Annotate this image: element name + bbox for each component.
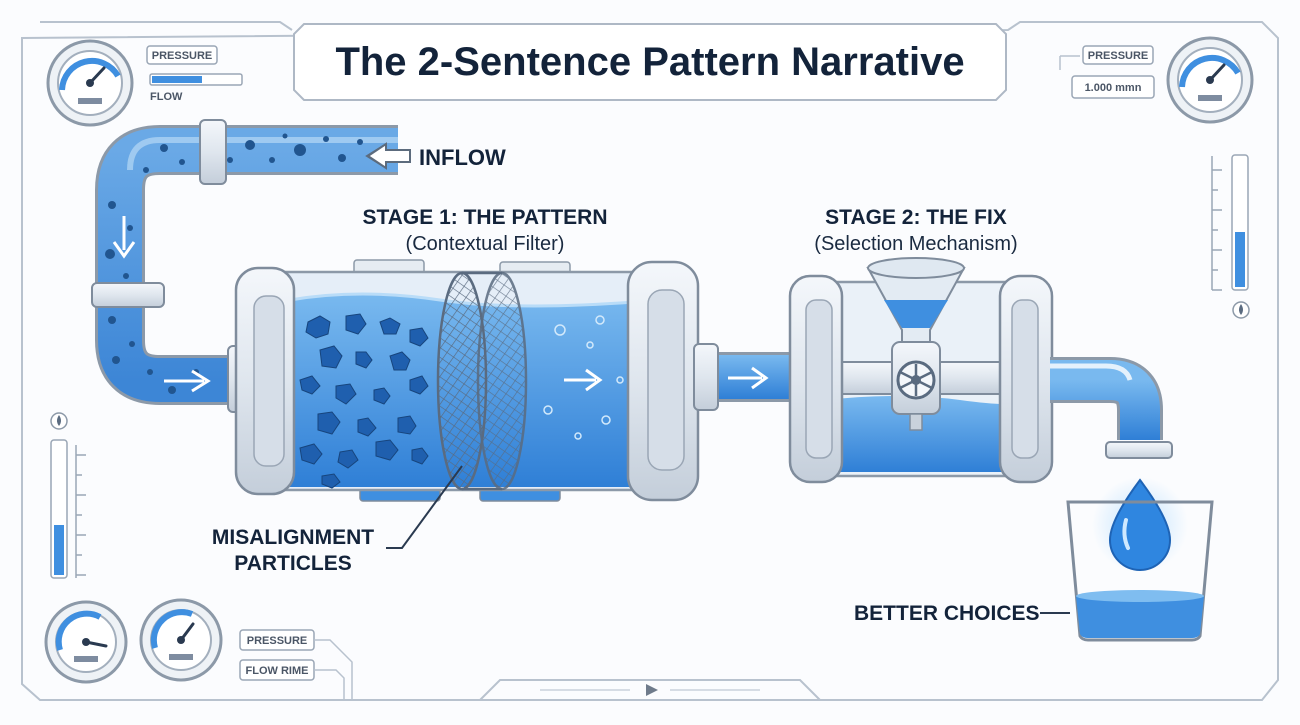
pressure-panel-bottom: PRESSURE FLOW RIME [239, 629, 353, 700]
gauge-bottom-left-1 [44, 600, 128, 684]
flow-arrow-down-icon [112, 216, 136, 259]
gauge-top-left [46, 39, 134, 127]
flow-label-top-left: FLOW [150, 91, 183, 103]
pressure-panel-top-right: PRESSURE 1.000 mmn [1059, 45, 1155, 99]
better-choices-label: BETTER CHOICES [854, 602, 1040, 625]
gauge-bottom-left-2 [139, 598, 223, 682]
inflow-label: INFLOW [419, 145, 506, 170]
level-meter-left [50, 412, 86, 579]
stage1-filter [234, 259, 700, 502]
bottom-tab [479, 679, 821, 701]
page-title: The 2-Sentence Pattern Narrative [335, 40, 964, 84]
particles-leader-line [386, 465, 463, 549]
stage2-subtitle: (Selection Mechanism) [814, 233, 1017, 255]
reading-top-right: 1.000 mmn [1085, 82, 1142, 94]
pressure-label-bottom: PRESSURE [247, 635, 308, 647]
flow-arrow-right-icon [164, 369, 211, 393]
stage1-subtitle: (Contextual Filter) [406, 233, 565, 255]
play-marker-icon [646, 684, 658, 696]
stage2-title: STAGE 2: THE FIX [825, 206, 1007, 229]
pressure-panel-top-left: PRESSURE FLOW [146, 45, 243, 103]
particles-label-line2: PARTICLES [234, 552, 351, 575]
stage1-title: STAGE 1: THE PATTERN [362, 206, 607, 229]
gauge-top-right [1166, 36, 1254, 124]
flow-label-bottom: FLOW RIME [246, 665, 309, 677]
filter-arrow-icon [564, 368, 603, 392]
pressure-label-top-left: PRESSURE [152, 50, 213, 62]
outer-frame [21, 21, 1279, 701]
connector-arrow-icon [728, 366, 769, 390]
connector-pipe [693, 343, 796, 411]
outflow-pipe [1050, 357, 1173, 459]
title-plate [293, 23, 1007, 101]
level-meter-right [1211, 154, 1250, 319]
output-glass [1066, 477, 1214, 642]
stage2-selector [788, 257, 1054, 484]
inflow-pipe [91, 119, 398, 413]
particles-label-line1: MISALIGNMENT [212, 526, 374, 549]
pressure-label-top-right: PRESSURE [1088, 50, 1149, 62]
